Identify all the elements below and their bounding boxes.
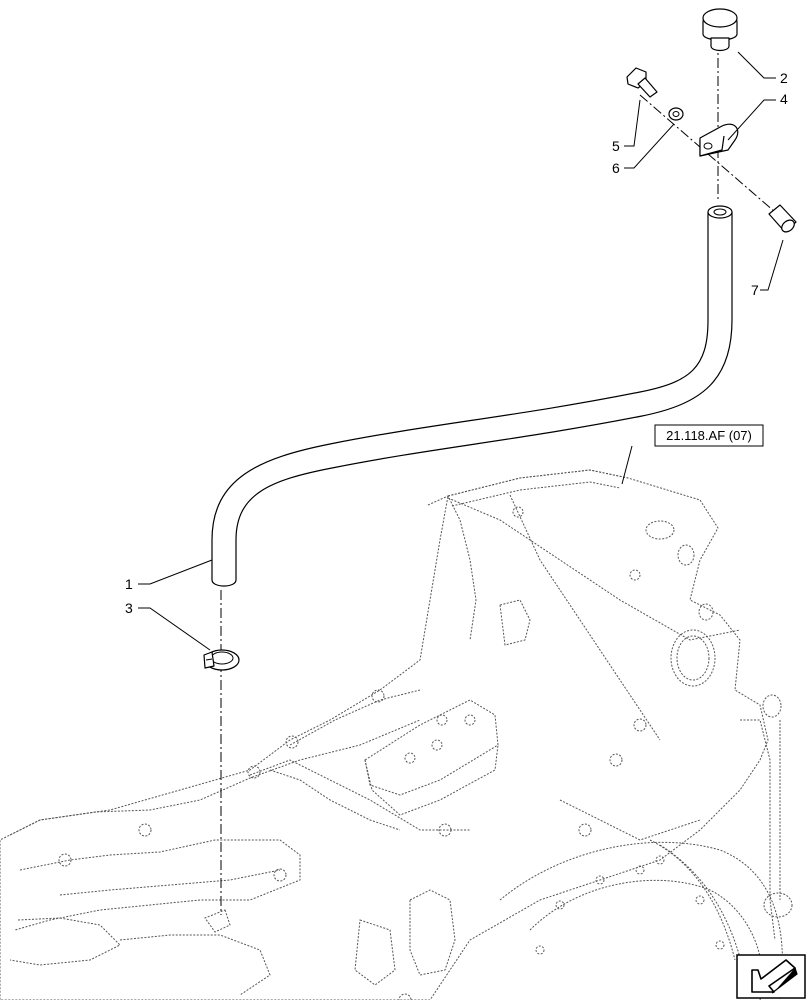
callouts: 2 4 5 6 7 1 3 xyxy=(125,70,788,616)
reference-box-label: 21.118.AF (07) xyxy=(666,428,752,443)
reference-box[interactable]: 21.118.AF (07) xyxy=(654,424,764,447)
washer xyxy=(668,107,684,121)
breather-hose xyxy=(211,205,733,587)
callout-2: 2 xyxy=(780,70,788,86)
callout-4: 4 xyxy=(780,91,788,107)
hose-clamp xyxy=(203,649,240,671)
arrow-down-left-icon[interactable] xyxy=(736,954,806,999)
callout-6: 6 xyxy=(612,160,620,176)
spacer xyxy=(768,204,797,233)
assembly-lines xyxy=(220,40,791,915)
transmission-housing xyxy=(0,469,793,1000)
leader-lines xyxy=(138,51,784,651)
bolt xyxy=(626,67,658,98)
callout-5: 5 xyxy=(612,138,620,154)
callout-1: 1 xyxy=(125,576,133,592)
hose-clip xyxy=(699,123,739,157)
callout-3: 3 xyxy=(125,600,133,616)
breather-cap xyxy=(702,8,738,52)
callout-7: 7 xyxy=(751,282,759,298)
